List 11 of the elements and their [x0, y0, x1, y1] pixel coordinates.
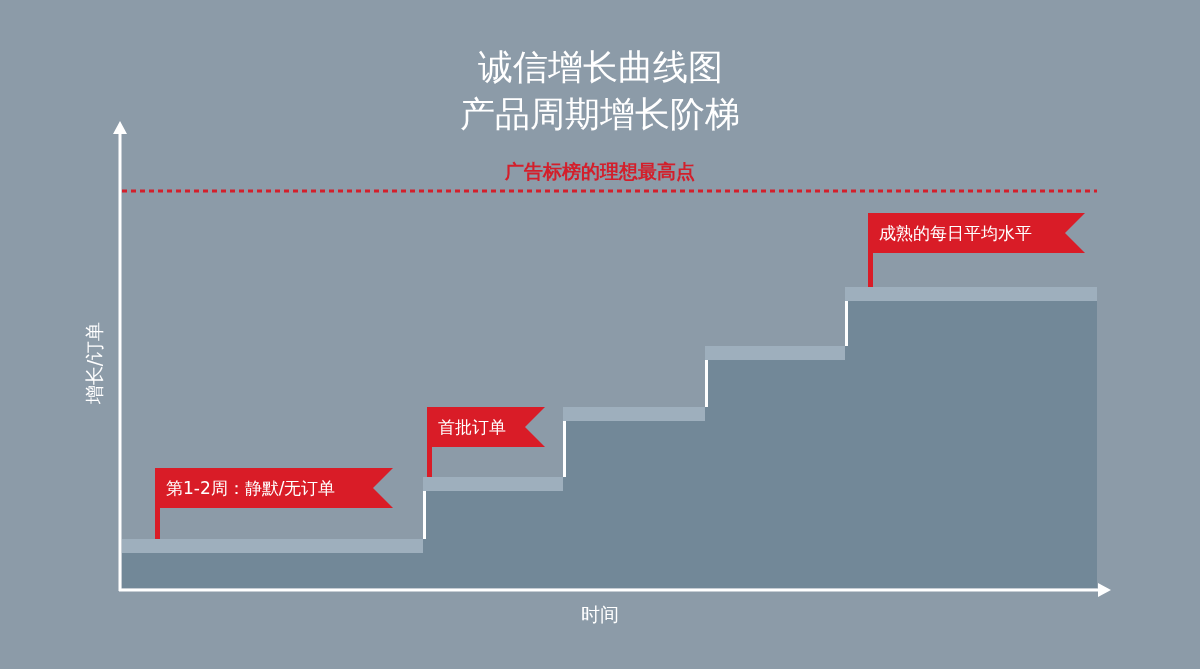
flag-label: 成熟的每日平均水平 — [879, 222, 1032, 244]
title: 诚信增长曲线图 — [477, 46, 723, 89]
reference-line-label: 广告标榜的理想最高点 — [505, 160, 695, 184]
flag-label: 首批订单 — [438, 416, 506, 438]
subtitle: 产品周期增长阶梯 — [460, 93, 740, 136]
flag — [155, 468, 393, 539]
y-axis-title: 增长/订单 — [83, 321, 107, 405]
x-axis-title: 时间 — [581, 603, 619, 627]
flag — [868, 213, 1085, 287]
flag-label: 第1-2周：静默/无订单 — [166, 477, 336, 499]
flag — [427, 407, 545, 477]
